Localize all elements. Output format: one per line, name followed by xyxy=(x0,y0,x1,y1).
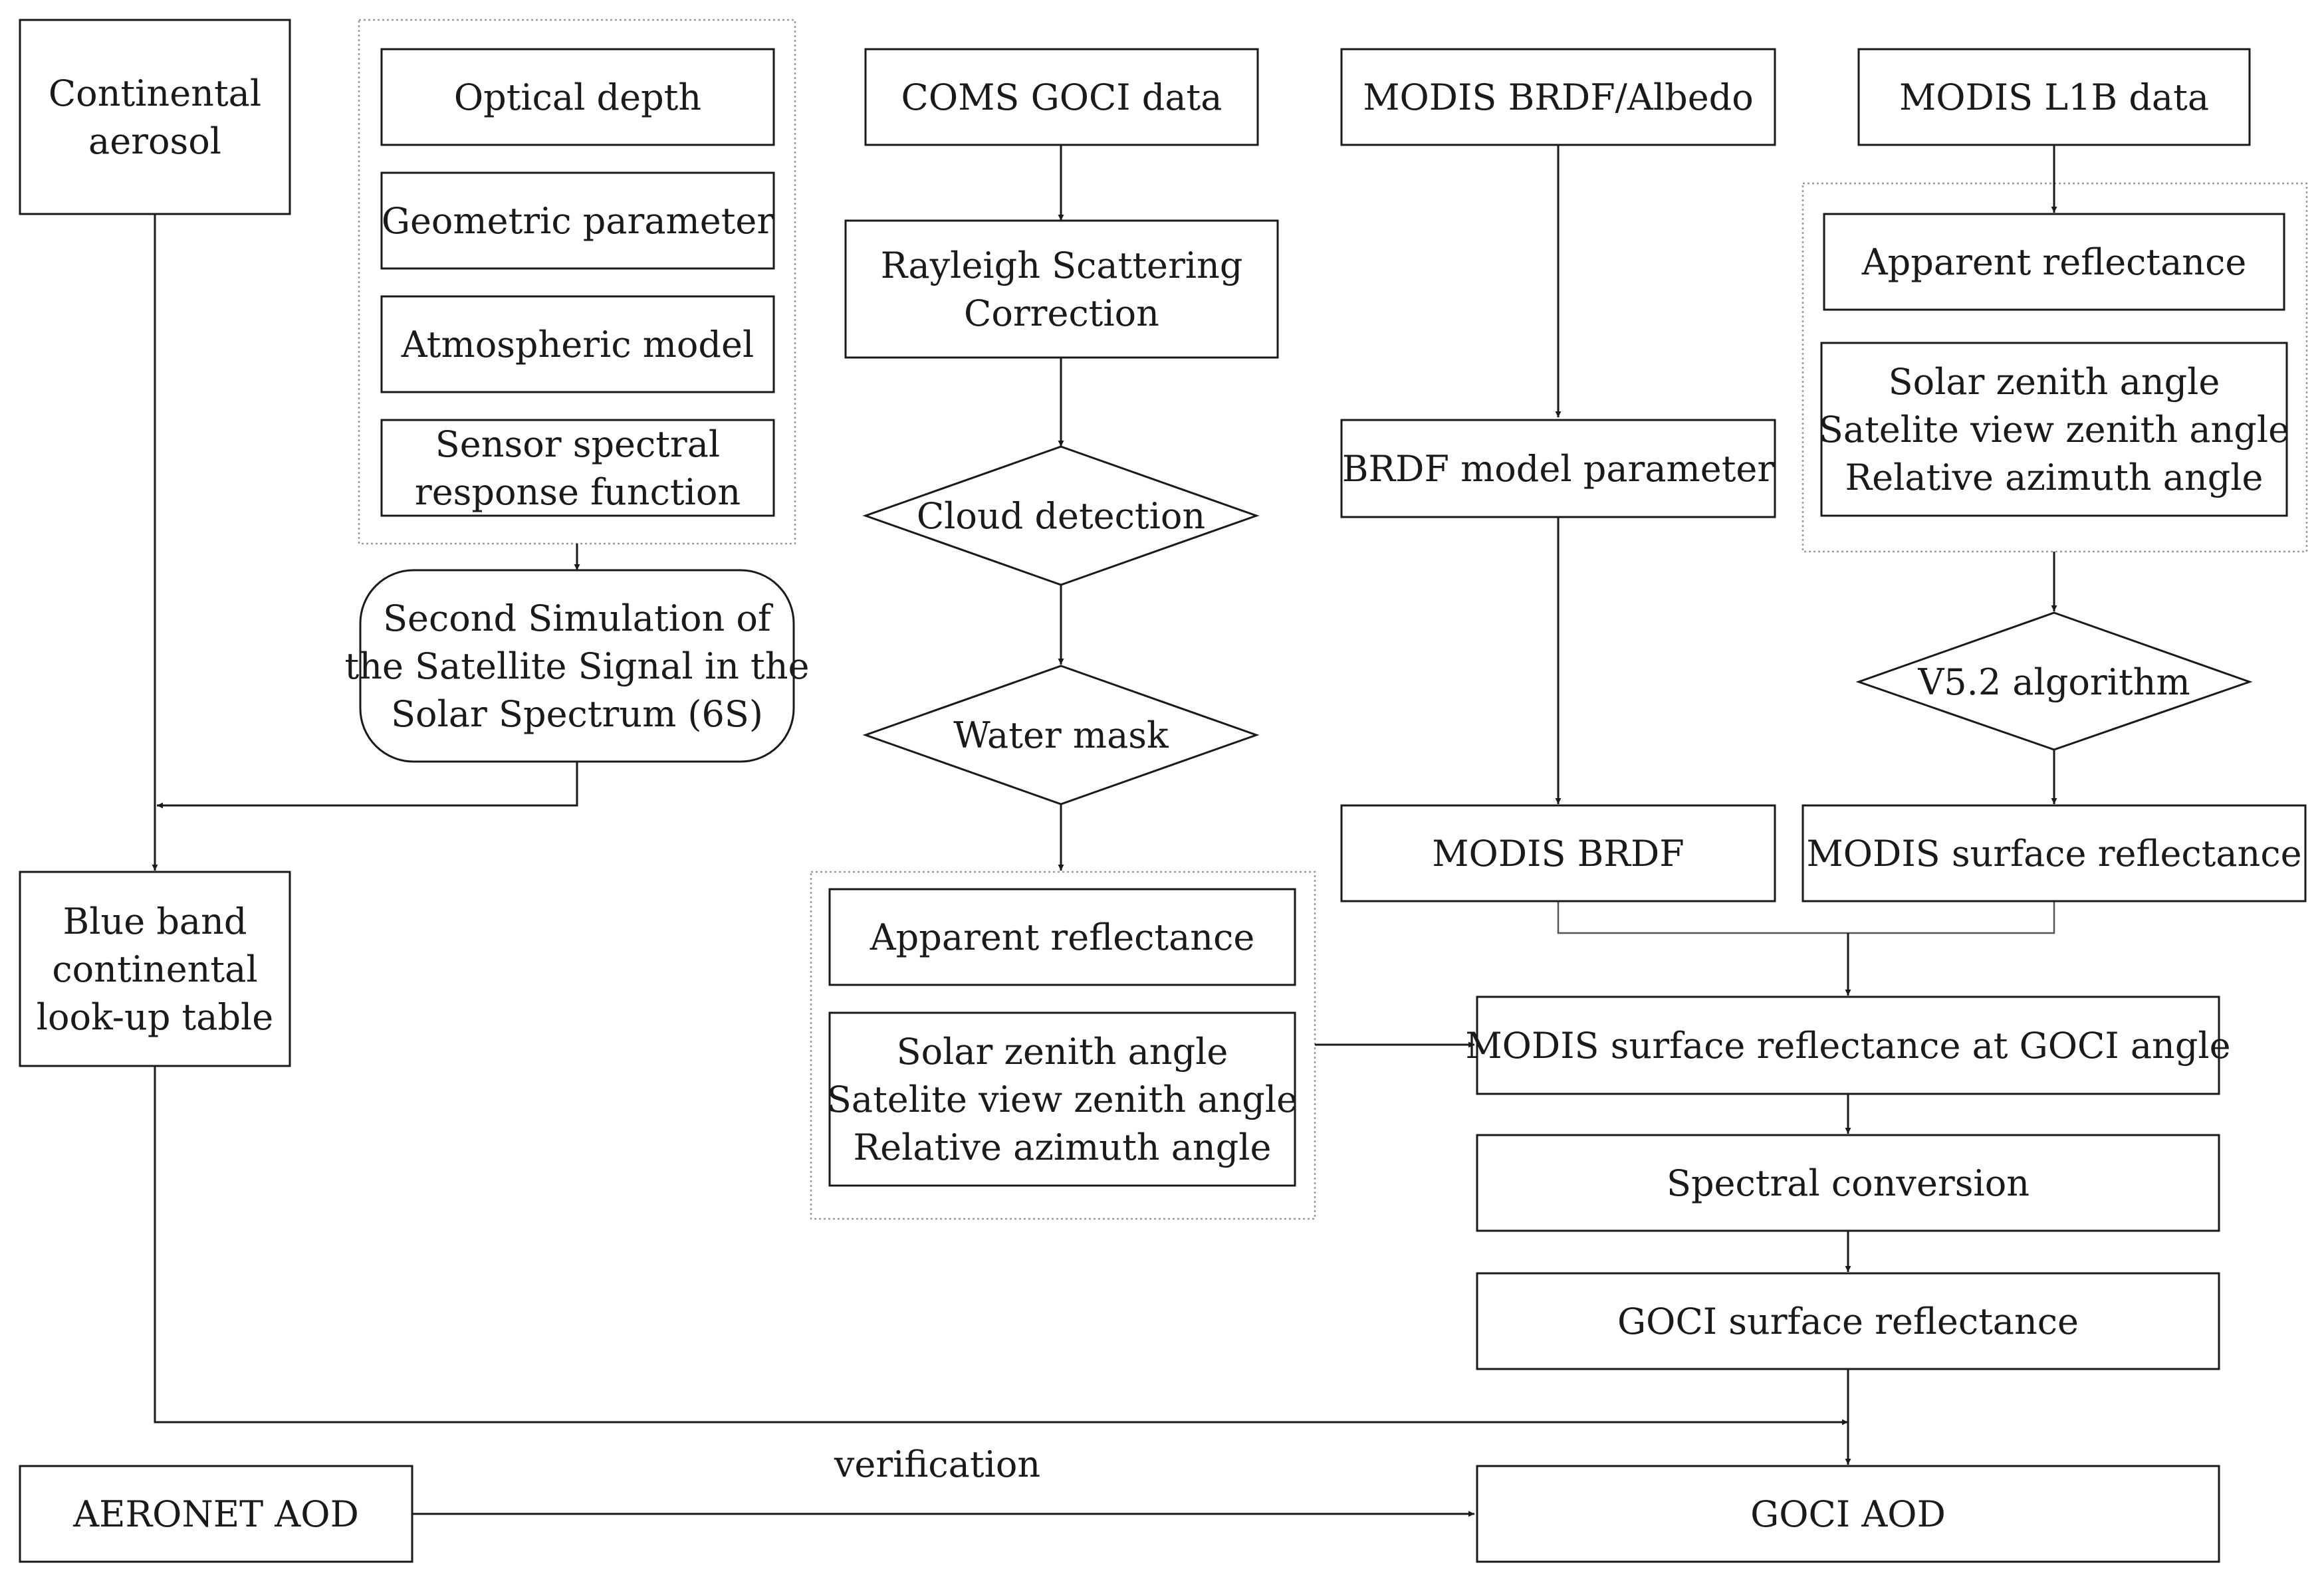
node-label-line: GOCI surface reflectance xyxy=(1617,1301,2079,1342)
node-label-line: Solar zenith angle xyxy=(897,1031,1228,1073)
node-label: Second Simulation of the Satellite Signal… xyxy=(345,597,810,735)
node-label-line: Second Simulation of xyxy=(383,597,774,639)
node-label-line: Continental xyxy=(49,72,261,114)
node-label: Blue band continental look-up table xyxy=(37,900,274,1038)
node-label: MODIS L1B data xyxy=(1899,76,2209,118)
node-label-line: GOCI AOD xyxy=(1750,1493,1946,1535)
node-label: Apparent reflectance xyxy=(870,916,1255,958)
node-label: Spectral conversion xyxy=(1667,1162,2030,1204)
node-label-line: the Satellite Signal in the xyxy=(345,645,810,687)
arrow-6s-to-lut-line xyxy=(157,762,578,809)
node-modis-apparent-reflectance: Apparent reflectance xyxy=(1823,213,2285,311)
node-label-line: Optical depth xyxy=(454,76,701,118)
node-goci-surface-reflectance: GOCI surface reflectance xyxy=(1476,1272,2220,1370)
arrow-lut-to-aod xyxy=(154,1066,1848,1425)
node-label: Atmospheric model xyxy=(401,324,754,366)
node-label: Optical depth xyxy=(454,76,701,118)
node-label-line: Apparent reflectance xyxy=(870,916,1255,958)
node-label-line: BRDF model parameter xyxy=(1342,448,1775,490)
node-optical-depth: Optical depth xyxy=(380,48,775,146)
node-modis-sr-at-goci-angle: MODIS surface reflectance at GOCI angle xyxy=(1465,996,2231,1095)
node-label: BRDF model parameter xyxy=(1342,448,1775,490)
node-label-line: MODIS BRDF xyxy=(1432,833,1684,875)
node-label-line: MODIS surface reflectance at GOCI angle xyxy=(1465,1025,2230,1067)
node-label-line: look-up table xyxy=(37,996,274,1038)
node-modis-surface-reflectance: MODIS surface reflectance xyxy=(1801,804,2307,902)
node-label: Water mask xyxy=(953,714,1169,756)
node-label-line: Solar zenith angle xyxy=(1889,361,2220,403)
node-brdf-model-parameter: BRDF model parameter xyxy=(1340,419,1776,518)
goci-geometry-group xyxy=(810,871,1316,1220)
node-label: Sensor spectral response function xyxy=(415,423,741,513)
node-atmospheric-model: Atmospheric model xyxy=(380,295,775,393)
node-label-line: Geometric parameter xyxy=(382,200,774,242)
node-goci-apparent-reflectance: Apparent reflectance xyxy=(828,888,1296,986)
node-label-line: continental xyxy=(52,948,257,990)
node-label: MODIS surface reflectance xyxy=(1806,833,2301,875)
node-label: Cloud detection xyxy=(917,495,1205,537)
node-label-line: Blue band xyxy=(63,900,247,942)
node-water-mask: Water mask xyxy=(862,665,1260,805)
node-modis-l1b-data: MODIS L1B data xyxy=(1857,48,2251,146)
node-goci-aod: GOCI AOD xyxy=(1476,1465,2220,1563)
node-label: GOCI AOD xyxy=(1750,1493,1946,1535)
node-label-line: Solar Spectrum (6S) xyxy=(391,693,763,735)
node-v52-algorithm: V5.2 algorithm xyxy=(1855,611,2253,751)
edge-label-verification: verification xyxy=(834,1443,1040,1485)
node-6s-simulation: Second Simulation of the Satellite Signal… xyxy=(345,569,810,763)
node-label-line: Rayleigh Scattering xyxy=(881,245,1243,286)
node-label-line: Cloud detection xyxy=(917,495,1205,537)
node-label: COMS GOCI data xyxy=(901,76,1222,118)
node-label-line: Sensor spectral xyxy=(435,423,720,465)
connectors xyxy=(152,145,2057,1517)
node-label-line: MODIS surface reflectance xyxy=(1806,833,2301,875)
node-label: Geometric parameter xyxy=(382,200,774,242)
node-label-line: V5.2 algorithm xyxy=(1917,661,2190,703)
node-label-line: Spectral conversion xyxy=(1667,1162,2030,1204)
node-continental-aerosol: Continental aerosol xyxy=(19,19,291,215)
node-modis-brdf: MODIS BRDF xyxy=(1340,804,1776,902)
node-label-line: MODIS BRDF/Albedo xyxy=(1363,76,1754,118)
node-label-line: aerosol xyxy=(88,120,221,162)
node-label: MODIS BRDF/Albedo xyxy=(1363,76,1754,118)
node-label-line: Correction xyxy=(964,292,1159,334)
node-label-line: Atmospheric model xyxy=(401,324,754,366)
node-label-line: MODIS L1B data xyxy=(1899,76,2209,118)
node-spectral-conversion: Spectral conversion xyxy=(1476,1134,2220,1232)
node-label-line: Satelite view zenith angle xyxy=(1819,409,2289,451)
node-label-line: Relative azimuth angle xyxy=(854,1126,1272,1168)
node-label-line: Satelite view zenith angle xyxy=(827,1079,1298,1120)
node-label-line: response function xyxy=(415,471,741,513)
node-modis-brdf-albedo: MODIS BRDF/Albedo xyxy=(1340,48,1776,146)
node-aeronet-aod: AERONET AOD xyxy=(19,1465,413,1563)
node-label: MODIS surface reflectance at GOCI angle xyxy=(1465,1025,2230,1067)
node-cloud-detection: Cloud detection xyxy=(862,445,1260,586)
node-label: AERONET AOD xyxy=(72,1493,359,1535)
node-label: V5.2 algorithm xyxy=(1917,661,2190,703)
node-label-line: Water mask xyxy=(953,714,1169,756)
node-blue-band-lut: Blue band continental look-up table xyxy=(19,871,291,1067)
node-label: GOCI surface reflectance xyxy=(1617,1301,2079,1342)
node-label: MODIS BRDF xyxy=(1432,833,1684,875)
node-coms-goci-data: COMS GOCI data xyxy=(864,48,1259,146)
node-geometric-parameter: Geometric parameter xyxy=(380,171,775,270)
node-label-line: AERONET AOD xyxy=(72,1493,359,1535)
node-label: Continental aerosol xyxy=(49,72,261,162)
node-label-line: Relative azimuth angle xyxy=(1845,457,2264,498)
merge-brdf-and-modis-sr xyxy=(1557,901,2055,934)
node-label-line: Apparent reflectance xyxy=(1861,241,2247,283)
node-sensor-srf: Sensor spectral response function xyxy=(380,419,775,517)
node-label-line: COMS GOCI data xyxy=(901,76,1222,118)
node-label: Apparent reflectance xyxy=(1861,241,2247,283)
